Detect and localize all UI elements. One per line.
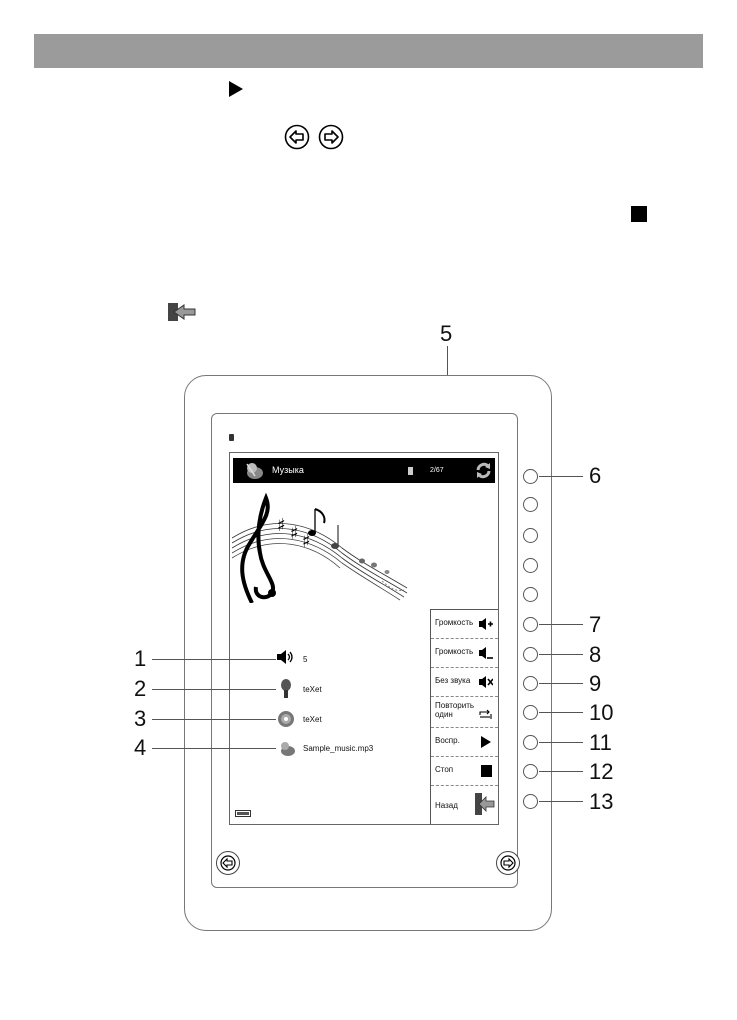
file-music-icon [281,742,295,756]
side-button-9[interactable] [523,705,538,720]
callout-line-8 [539,654,583,655]
menu-back[interactable]: Назад [431,786,498,824]
side-button-4[interactable] [523,558,538,573]
device-screen: Музыка 2/67 ♯ ♯ ♯ 5 [229,452,499,825]
callout-line-6 [539,476,583,477]
side-button-11[interactable] [523,764,538,779]
prev-page-icon [284,124,310,150]
menu-mute-label: Без звука [435,676,471,685]
menu-repeat-one[interactable]: Повторить один [431,697,498,728]
callout-9: 9 [589,671,602,696]
callout-12: 12 [589,759,614,784]
back-icon [168,303,196,321]
menu-volume-down-label: Громкость [435,647,474,656]
back-icon [475,793,495,815]
stop-icon [631,206,647,222]
file-name: Sample_music.mp3 [303,744,374,753]
menu-play-label: Воспр. [435,736,460,745]
menu-volume-up[interactable]: Громкость [431,610,498,639]
section-header-bar [34,34,703,68]
volume-up-icon [479,618,493,630]
menu-stop-label: Стоп [435,765,454,774]
music-notes-illustration: ♯ ♯ ♯ [232,493,408,603]
page-counter: 2/67 [430,467,444,474]
refresh-icon[interactable] [475,462,492,479]
callout-line-7 [539,624,583,625]
stop-icon [481,765,492,777]
menu-volume-down[interactable]: Громкость [431,639,498,668]
prev-page-icon [220,855,236,871]
callout-4: 4 [134,735,147,760]
volume-icon [277,650,293,664]
callout-3: 3 [134,706,147,731]
indicator-light [229,434,234,441]
callout-1: 1 [134,646,147,671]
callout-5: 5 [440,321,453,346]
side-button-1[interactable] [523,469,538,484]
battery-icon [235,810,251,817]
menu-back-label: Назад [435,801,458,810]
album-icon [278,711,294,727]
screen-title-bar: Музыка 2/67 [233,458,495,483]
mute-icon [479,676,493,688]
callout-line-9 [539,683,583,684]
callout-7: 7 [589,612,602,637]
menu-repeat-one-label: Повторить один [435,701,475,719]
callout-8: 8 [589,642,602,667]
callout-11: 11 [589,730,612,755]
side-button-2[interactable] [523,497,538,512]
side-menu: Громкость Громкость Без звука Повторить … [430,609,498,824]
repeat-one-icon [479,709,492,719]
callout-2: 2 [134,676,147,701]
menu-volume-up-label: Громкость [435,618,474,627]
next-page-icon [318,124,344,150]
music-icon [246,463,263,479]
callout-line-11 [539,742,583,743]
screen-title: Музыка [272,465,304,475]
side-button-3[interactable] [523,528,538,543]
play-icon [229,81,243,97]
artist-name: teXet [303,685,322,694]
menu-stop[interactable]: Стоп [431,757,498,786]
artist-icon [281,679,291,698]
svg-text:♯: ♯ [302,531,311,552]
svg-text:♯: ♯ [277,515,286,536]
callout-6: 6 [589,463,602,488]
volume-value: 5 [303,655,308,664]
prev-page-button[interactable] [216,851,240,875]
side-button-10[interactable] [523,735,538,750]
menu-mute[interactable]: Без звука [431,668,498,697]
next-page-button[interactable] [496,851,520,875]
side-button-12[interactable] [523,794,538,809]
svg-text:♯: ♯ [290,523,299,544]
play-icon [481,736,491,748]
callout-line-2 [152,689,276,690]
callout-line-4 [152,748,276,749]
next-page-icon [500,855,516,871]
side-button-8[interactable] [523,676,538,691]
callout-10: 10 [589,700,614,725]
side-button-7[interactable] [523,647,538,662]
side-button-6[interactable] [523,617,538,632]
callout-line-3 [152,719,276,720]
book-icon [408,467,413,475]
callout-line-1 [152,659,276,660]
callout-line-13 [539,801,583,802]
callout-line-10 [539,712,583,713]
side-button-5[interactable] [523,587,538,602]
volume-down-icon [479,647,493,659]
callout-13: 13 [589,789,614,814]
menu-play[interactable]: Воспр. [431,728,498,757]
album-name: teXet [303,715,322,724]
callout-line-12 [539,771,583,772]
